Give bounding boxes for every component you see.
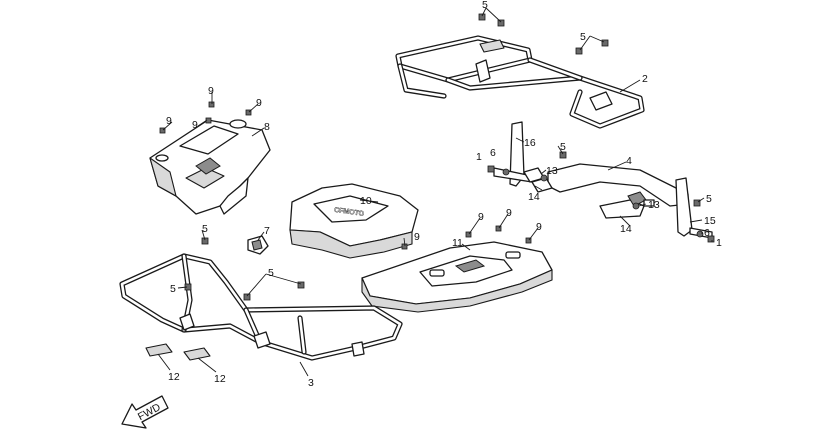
callout-3: 3 xyxy=(308,377,314,389)
bolt-1-b xyxy=(707,235,715,243)
callout-9: 9 xyxy=(256,97,262,109)
callout-5: 5 xyxy=(580,31,586,43)
bolt-5-h xyxy=(297,281,305,289)
callout-2: 2 xyxy=(642,73,648,85)
callout-9: 9 xyxy=(506,207,512,219)
washer-6-b xyxy=(696,230,704,238)
bolt-9-b xyxy=(208,101,215,108)
forward-arrow-icon: FWD xyxy=(121,395,169,429)
callout-11: 11 xyxy=(452,237,463,249)
callout-1: 1 xyxy=(716,237,722,249)
rear-rack-part-2 xyxy=(395,35,645,129)
bracket-part-7 xyxy=(247,235,269,255)
fasteners xyxy=(159,13,715,301)
bolt-5-g xyxy=(243,293,251,301)
callout-6: 6 xyxy=(704,227,710,239)
callout-5: 5 xyxy=(170,283,176,295)
washer-6-a xyxy=(502,168,510,176)
callout-labels: 5 5 2 9 9 9 9 8 10 9 11 9 9 9 5 7 5 5 3 … xyxy=(166,0,722,389)
bolt-9-h xyxy=(525,237,532,244)
leader-lines xyxy=(157,7,713,377)
bolt-9-g xyxy=(495,225,502,232)
pads-part-12 xyxy=(145,343,211,361)
nut-13-a xyxy=(540,174,548,182)
front-rack-part-3 xyxy=(119,253,403,361)
bolt-5-j xyxy=(693,199,701,207)
callout-4: 4 xyxy=(626,155,632,167)
bolt-5-c xyxy=(575,47,583,55)
callout-9: 9 xyxy=(536,221,542,233)
callout-16: 16 xyxy=(524,137,536,149)
callout-13: 13 xyxy=(546,165,558,177)
callout-12: 12 xyxy=(214,373,226,385)
callout-9: 9 xyxy=(414,231,420,243)
bolt-5-i xyxy=(559,151,567,159)
bolt-9-f xyxy=(465,231,472,238)
nut-13-b xyxy=(632,202,640,210)
callout-14: 14 xyxy=(620,223,632,235)
callout-7: 7 xyxy=(264,225,270,237)
bolt-5-e xyxy=(201,237,209,245)
front-grille-cover-part-10: CFMOTO xyxy=(289,183,419,259)
callout-6: 6 xyxy=(490,147,496,159)
bolt-1-a xyxy=(487,165,495,173)
front-cover-part-8 xyxy=(149,119,271,215)
callout-12: 12 xyxy=(168,371,180,383)
rear-cover-part-11 xyxy=(361,241,553,313)
callout-10: 10 xyxy=(360,195,372,207)
callout-5: 5 xyxy=(482,0,488,11)
callout-13: 13 xyxy=(648,199,660,211)
callout-9: 9 xyxy=(208,85,214,97)
callout-5: 5 xyxy=(202,223,208,235)
callout-14: 14 xyxy=(528,191,540,203)
bolt-5-d xyxy=(601,39,609,47)
bolt-9-a xyxy=(159,127,166,134)
callout-15: 15 xyxy=(704,215,716,227)
logo-text: CFMOTO xyxy=(334,207,365,218)
callout-8: 8 xyxy=(264,121,270,133)
callout-9: 9 xyxy=(478,211,484,223)
callout-9: 9 xyxy=(192,119,198,131)
bolt-5-a xyxy=(478,13,486,21)
callout-5: 5 xyxy=(560,141,566,153)
bolt-9-d xyxy=(245,109,252,116)
callout-5: 5 xyxy=(268,267,274,279)
bolt-5-b xyxy=(497,19,505,27)
callout-5: 5 xyxy=(706,193,712,205)
callout-9: 9 xyxy=(166,115,172,127)
callout-1: 1 xyxy=(476,151,482,163)
